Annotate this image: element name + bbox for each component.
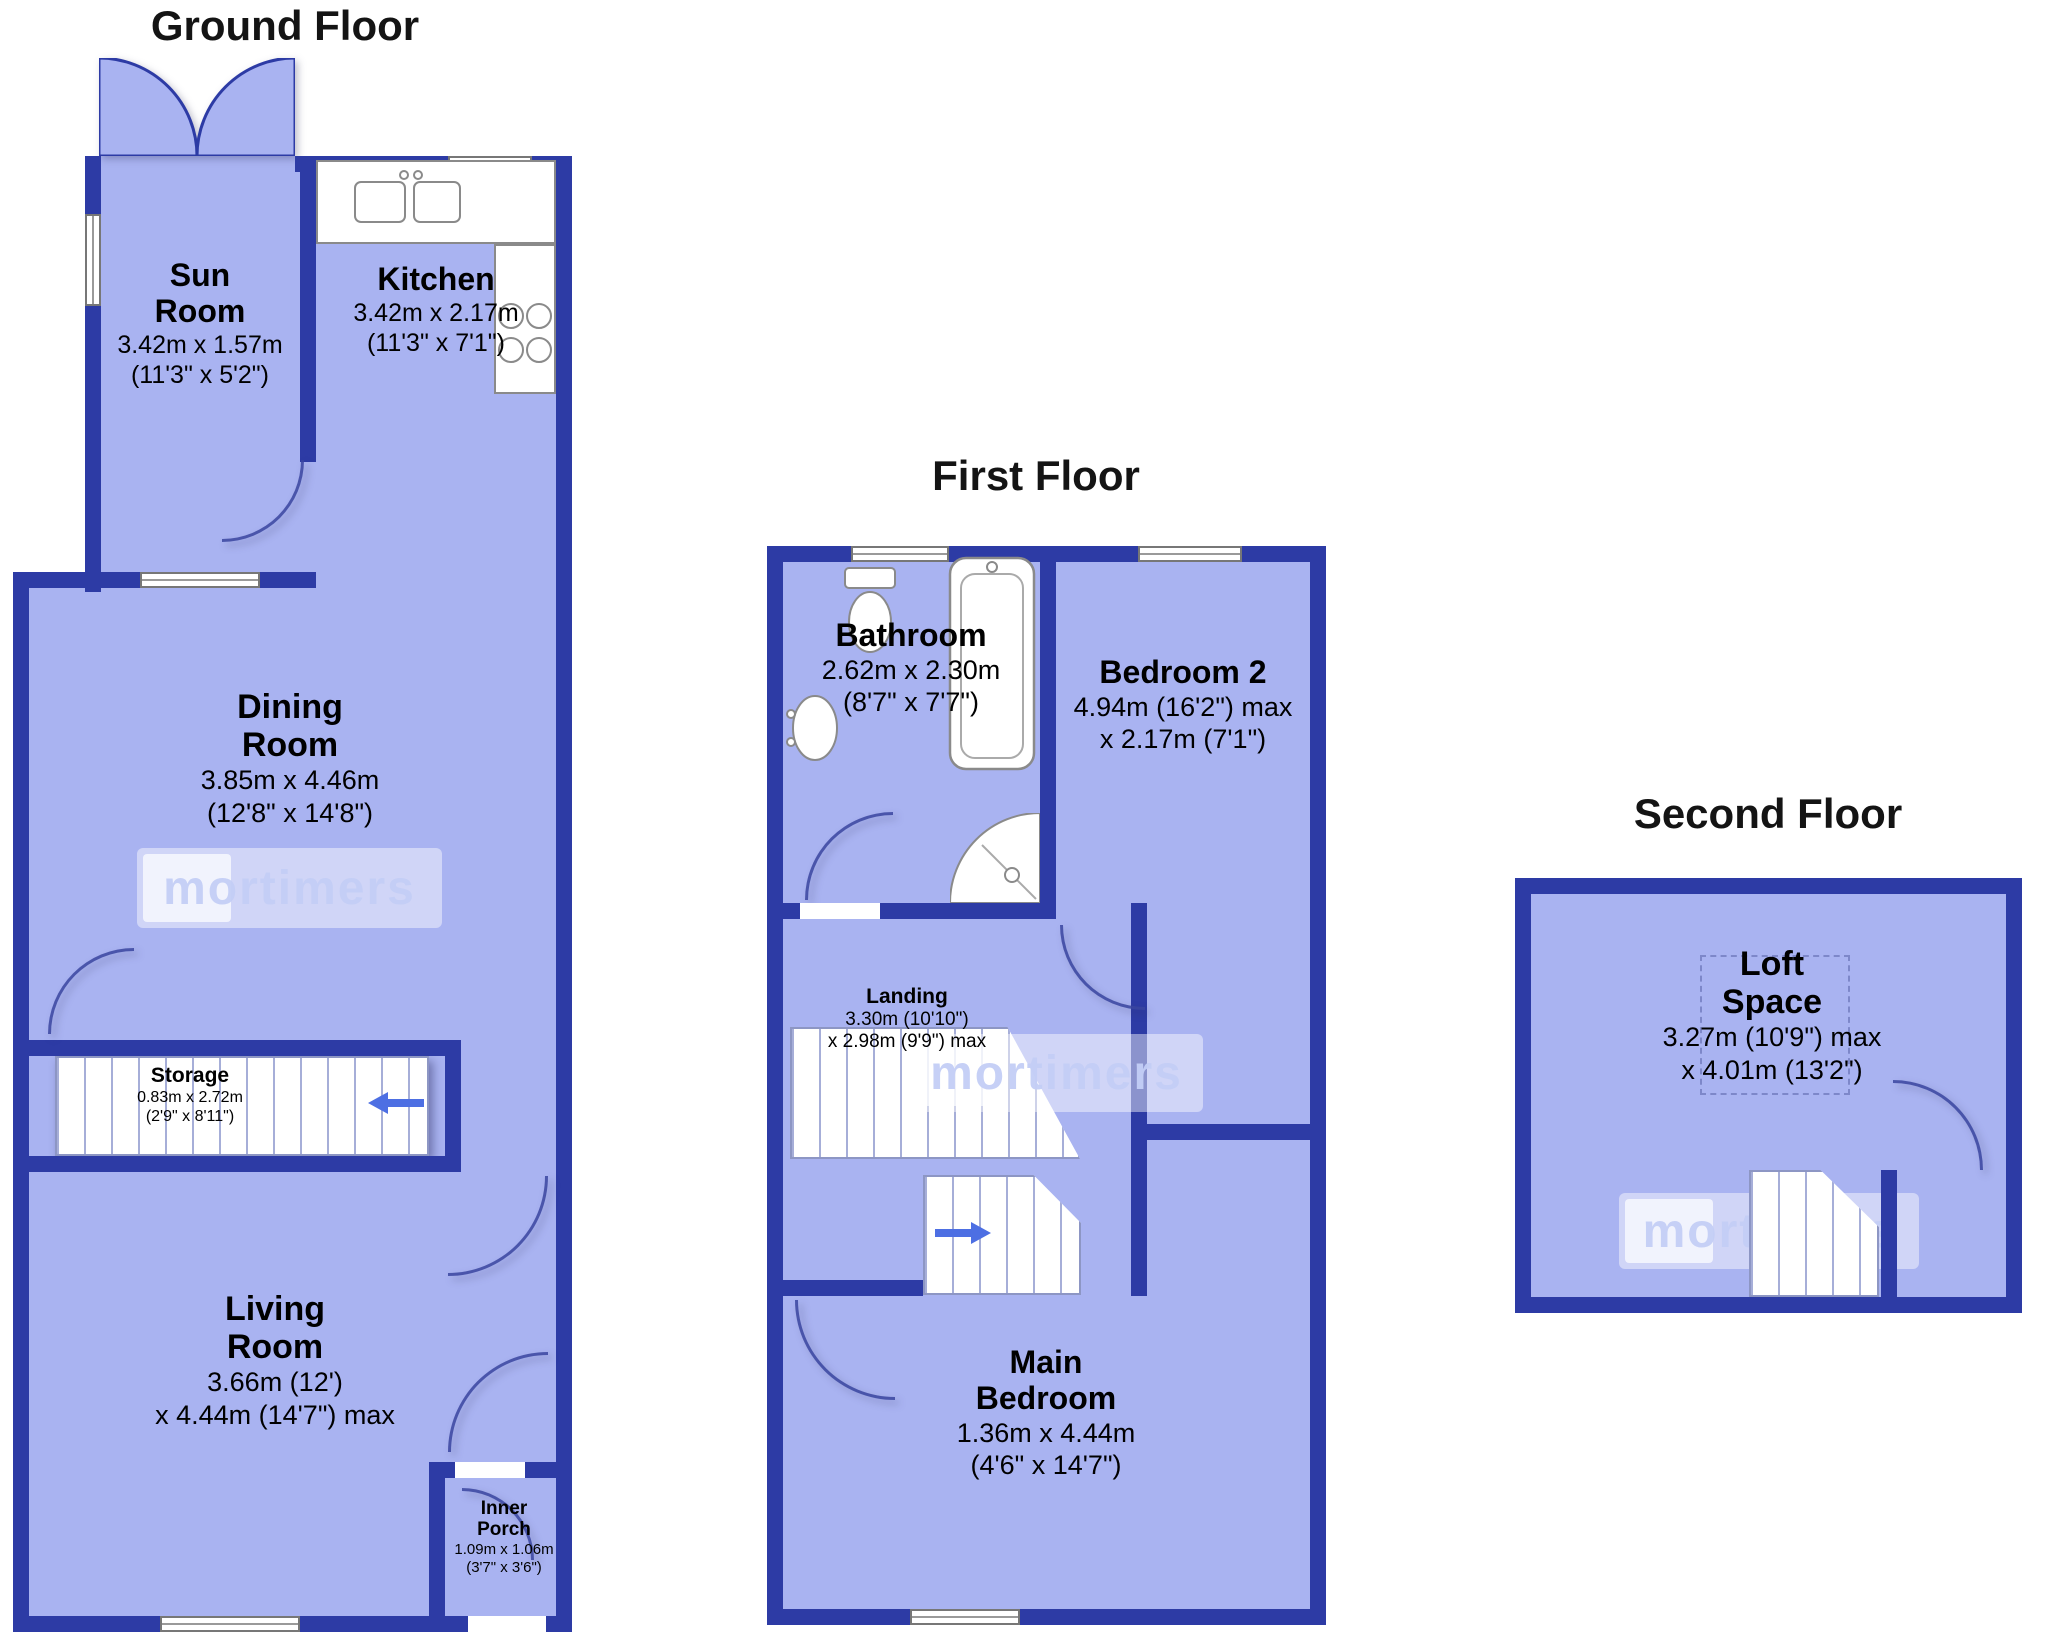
room-label-kitchen: Kitchen 3.42m x 2.17m (11'3" x 7'1") [330, 261, 542, 358]
watermark-badge [1625, 1199, 1713, 1263]
room-dim-metric: 3.85m x 4.46m [200, 765, 380, 796]
room-label-bathroom: Bathroom 2.62m x 2.30m (8'7" x 7'7") [791, 617, 1031, 719]
room-dim-metric: 3.27m (10'9") max [1662, 1022, 1882, 1053]
room-label-inner-porch: Inner Porch 1.09m x 1.06m (3'7" x 3'6") [448, 1498, 560, 1577]
kitchen-sink-icon [354, 170, 461, 223]
room-dim-imperial: (3'7" x 3'6") [466, 1558, 542, 1576]
room-dim-metric: 1.09m x 1.06m [454, 1540, 554, 1558]
window [1138, 546, 1242, 562]
door-opening-front [468, 1616, 546, 1632]
room-label-storage: Storage 0.83m x 2.72m (2'9" x 8'11") [95, 1064, 285, 1126]
room-name: Bathroom [835, 617, 987, 653]
room-dim-metric: 3.30m (10'10") [845, 1008, 969, 1030]
room-dim-metric: 3.42m x 1.57m [117, 330, 283, 359]
basin-icon [786, 695, 838, 761]
stairs-down-arrow-icon [935, 1222, 991, 1244]
watermark-badge [916, 1040, 1004, 1106]
room-dim-imperial: x 2.17m (7'1") [1099, 724, 1267, 755]
room-name: Bedroom 2 [1099, 654, 1267, 690]
stairs-up-arrow-icon [368, 1092, 424, 1114]
wall-segment [1881, 1170, 1897, 1297]
room-dim-imperial: (2'9" x 8'11") [145, 1107, 235, 1125]
room-dim-imperial: x 4.01m (13'2") [1681, 1054, 1863, 1085]
first-floor-title: First Floor [932, 452, 1140, 499]
wall-segment [556, 572, 572, 1632]
room-dim-imperial: (8'7" x 7'7") [842, 687, 980, 718]
ground-floor-title: Ground Floor [150, 2, 420, 49]
room-dim-imperial: (4'6" x 14'7") [970, 1450, 1122, 1481]
watermark: mortimers [137, 848, 442, 928]
watermark-text: mortimers [930, 1046, 1183, 1100]
wall-segment [1310, 546, 1326, 1625]
window [851, 546, 949, 562]
room-label-dining-room: Dining Room 3.85m x 4.46m (12'8" x 14'8"… [150, 688, 430, 829]
window [85, 214, 101, 306]
room-label-bedroom-2: Bedroom 2 4.94m (16'2") max x 2.17m (7'1… [1058, 654, 1308, 756]
room-dim-imperial: (11'3" x 7'1") [366, 328, 505, 357]
room-dim-imperial: (12'8" x 14'8") [206, 797, 374, 828]
window [910, 1609, 1020, 1625]
loft-restricted-height-outline [1700, 955, 1850, 1095]
wall-segment [767, 546, 783, 1625]
room-dim-metric: 4.94m (16'2") max [1073, 691, 1293, 722]
wall-segment [1515, 1297, 2022, 1313]
watermark: mortimers [910, 1034, 1203, 1112]
room-dim-imperial: (11'3" x 5'2") [130, 360, 269, 389]
second-floor-title: Second Floor [1633, 790, 1903, 837]
wall-segment-landing-bedroom [767, 1280, 923, 1296]
room-dim-imperial: x 2.98m (9'9") max [827, 1031, 987, 1053]
room-label-living-room: Living Room 3.66m (12') x 4.44m (14'7") … [130, 1290, 420, 1431]
wall-segment-bedroom2-bottom [1131, 1124, 1326, 1140]
wall-segment [556, 156, 572, 592]
watermark-text: mortimers [163, 861, 416, 915]
room-label-loft-space: Loft Space 3.27m (10'9") max x 4.01m (13… [1622, 945, 1922, 1086]
room-name: Inner Porch [477, 1498, 531, 1541]
room-label-sun-room: Sun Room 3.42m x 1.57m (11'3" x 5'2") [105, 257, 295, 390]
door-opening-bathroom [800, 903, 880, 919]
wall-segment [1515, 878, 1531, 1313]
room-name: Living Room [224, 1290, 326, 1367]
room-dim-metric: 2.62m x 2.30m [821, 654, 1001, 685]
ground-staircase [55, 1056, 429, 1156]
wall-segment [445, 1040, 461, 1172]
bathtub-icon [948, 556, 1036, 771]
hob-icon [498, 303, 552, 363]
wall-segment-porch-left [429, 1462, 445, 1632]
shower-icon [950, 813, 1040, 903]
room-name: Sun Room [154, 257, 246, 329]
wall-segment [1515, 878, 2022, 894]
room-name: Storage [150, 1064, 230, 1087]
double-door-icon [99, 58, 295, 156]
room-dim-metric: 0.83m x 2.72m [137, 1088, 243, 1106]
room-label-landing: Landing 3.30m (10'10") x 2.98m (9'9") ma… [797, 985, 1017, 1054]
door-opening-porch [455, 1462, 525, 1478]
wall-segment [13, 572, 29, 1632]
wall-segment [2006, 878, 2022, 1313]
room-dim-metric: 1.36m x 4.44m [956, 1417, 1136, 1448]
room-dim-metric: 3.66m (12') [207, 1367, 343, 1398]
room-name: Kitchen [377, 261, 495, 297]
room-name: Main Bedroom [975, 1344, 1117, 1416]
window [160, 1616, 300, 1632]
toilet-icon [844, 567, 896, 653]
wall-segment-sunroom-kitchen-divider [300, 156, 316, 462]
wall-segment [767, 1609, 1326, 1625]
room-label-main-bedroom: Main Bedroom 1.36m x 4.44m (4'6" x 14'7"… [906, 1344, 1186, 1481]
wall-segment-stairs-top [13, 1040, 461, 1056]
room-name: Loft Space [1721, 945, 1823, 1022]
room-name: Landing [866, 985, 948, 1008]
wall-segment-bath-bed2-divider [1040, 546, 1056, 919]
window [140, 572, 260, 588]
room-dim-imperial: x 4.44m (14'7") max [155, 1399, 395, 1430]
room-name: Dining Room [237, 688, 343, 765]
watermark-badge [143, 854, 231, 922]
wall-segment-stairs-bottom [13, 1156, 461, 1172]
room-dim-metric: 3.42m x 2.17m [353, 298, 519, 327]
